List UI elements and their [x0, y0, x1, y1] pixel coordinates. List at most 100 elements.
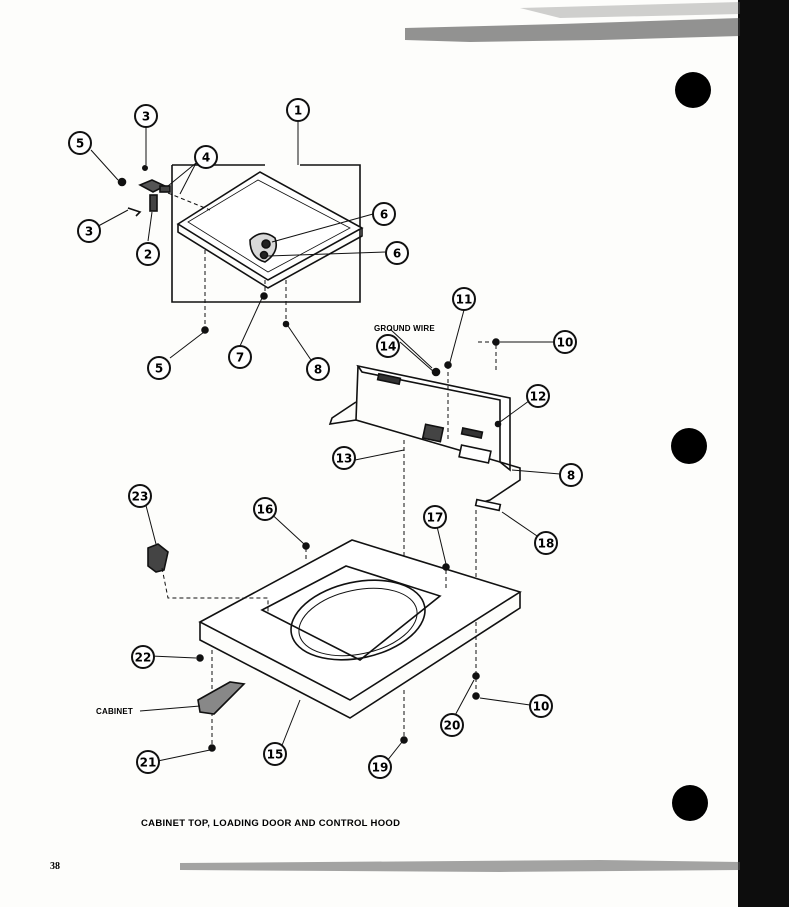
svg-text:13: 13: [336, 452, 353, 466]
svg-text:7: 7: [236, 351, 244, 365]
strike-explode-line: [161, 567, 269, 614]
callout-21: 21: [136, 750, 160, 774]
punch-hole-top: [675, 72, 711, 108]
scan-artifacts: [180, 0, 789, 907]
door-strike-part: [147, 543, 169, 573]
latch-screw: [261, 239, 271, 249]
hood-window: [458, 444, 492, 464]
loading-door-panel: [176, 171, 364, 281]
svg-text:4: 4: [202, 151, 210, 165]
cabinet-clip: [197, 681, 246, 715]
callout-15: 15: [263, 742, 287, 766]
hood-control-opening: [421, 423, 445, 443]
svg-text:8: 8: [567, 469, 575, 483]
loading-door-assembly: [117, 164, 364, 334]
callout-5-lower: 5: [147, 356, 171, 380]
bottom-scan-smudge: [180, 860, 740, 872]
leader-lines: [88, 122, 561, 767]
callout-6-latch-upper: 6: [372, 202, 396, 226]
svg-text:3: 3: [85, 225, 93, 239]
hinge-bracket: [149, 194, 158, 212]
door-screw-left: [201, 326, 209, 334]
svg-text:2: 2: [144, 248, 152, 262]
svg-text:18: 18: [538, 537, 555, 551]
punch-hole-bottom: [672, 785, 708, 821]
latch-catch: [259, 250, 269, 260]
hood-vent-left: [376, 372, 402, 386]
door-group-bracket: [171, 164, 361, 303]
cabinet-top-opening: [260, 565, 442, 661]
svg-text:16: 16: [257, 503, 274, 517]
hood-vent-right: [460, 427, 484, 439]
callout-4: 4: [194, 145, 218, 169]
callout-14: 14: [376, 334, 400, 358]
cabinet-screw-17: [442, 563, 450, 571]
hinge-washer: [142, 165, 149, 172]
svg-text:10: 10: [533, 700, 550, 714]
svg-text:11: 11: [456, 293, 473, 307]
callout-10-top: 10: [553, 330, 577, 354]
top-scan-smudge: [405, 18, 740, 42]
hood-clip-12: [494, 420, 502, 428]
svg-text:6: 6: [380, 208, 388, 222]
svg-text:14: 14: [380, 340, 397, 354]
callout-12: 12: [526, 384, 550, 408]
cabinet-screw-10: [472, 692, 480, 700]
callout-11: 11: [452, 287, 476, 311]
hood-explode-line-10-top: [478, 341, 497, 370]
binding-edge: [738, 0, 789, 907]
control-hood-end-right: [475, 461, 521, 505]
cabinet-label: CABINET: [96, 707, 133, 716]
callout-6-latch-lower: 6: [385, 241, 409, 265]
door-screw-right: [282, 320, 290, 328]
cabinet-screw-16: [302, 542, 310, 550]
hinge-pin: [159, 185, 171, 193]
svg-text:10: 10: [557, 336, 574, 350]
callout-16: 16: [253, 497, 277, 521]
hood-screw-10: [492, 338, 500, 346]
svg-text:3: 3: [142, 110, 150, 124]
svg-text:23: 23: [132, 490, 149, 504]
svg-text:15: 15: [267, 748, 284, 762]
svg-text:8: 8: [314, 363, 322, 377]
hinge-explode-line: [167, 192, 211, 211]
svg-text:1: 1: [294, 104, 302, 118]
door-bumper: [260, 292, 268, 300]
svg-text:6: 6: [393, 247, 401, 261]
control-hood-end-left: [328, 401, 357, 425]
callout-23: 23: [128, 484, 152, 508]
loading-door-edge: [177, 224, 363, 289]
cabinet-top-edge: [199, 592, 521, 719]
callout-22: 22: [131, 645, 155, 669]
callout-8-door: 8: [306, 357, 330, 381]
callout-19: 19: [368, 755, 392, 779]
cabinet-tub-ring: [290, 579, 426, 661]
hinge-screw: [117, 177, 127, 187]
cabinet-top-assembly: [147, 539, 522, 752]
control-hood-assembly: [328, 338, 521, 690]
svg-text:20: 20: [444, 719, 461, 733]
callouts: 1 3 5 4 3 2 6 6 5 7 8 11 14 10 12 13 8 2…: [68, 98, 583, 779]
callout-20: 20: [440, 713, 464, 737]
callout-5-upper-left: 5: [68, 131, 92, 155]
callout-8-hood: 8: [559, 463, 583, 487]
svg-text:5: 5: [155, 362, 163, 376]
callout-7: 7: [228, 345, 252, 369]
diagram-caption: CABINET TOP, LOADING DOOR AND CONTROL HO…: [141, 818, 400, 829]
svg-text:17: 17: [427, 511, 444, 525]
cabinet-screw-22: [196, 654, 204, 662]
callout-18: 18: [534, 531, 558, 555]
callout-13: 13: [332, 446, 356, 470]
svg-text:5: 5: [76, 137, 84, 151]
callout-2: 2: [136, 242, 160, 266]
loading-door-inner: [187, 179, 351, 273]
svg-text:12: 12: [530, 390, 547, 404]
cabinet-top-panel: [198, 539, 522, 701]
cabinet-tub-ring-inner: [298, 587, 418, 657]
svg-text:19: 19: [372, 761, 389, 775]
ground-wire-label: GROUND WIRE: [374, 324, 435, 333]
top-scan-smudge-2: [520, 2, 740, 18]
svg-text:21: 21: [140, 756, 157, 770]
